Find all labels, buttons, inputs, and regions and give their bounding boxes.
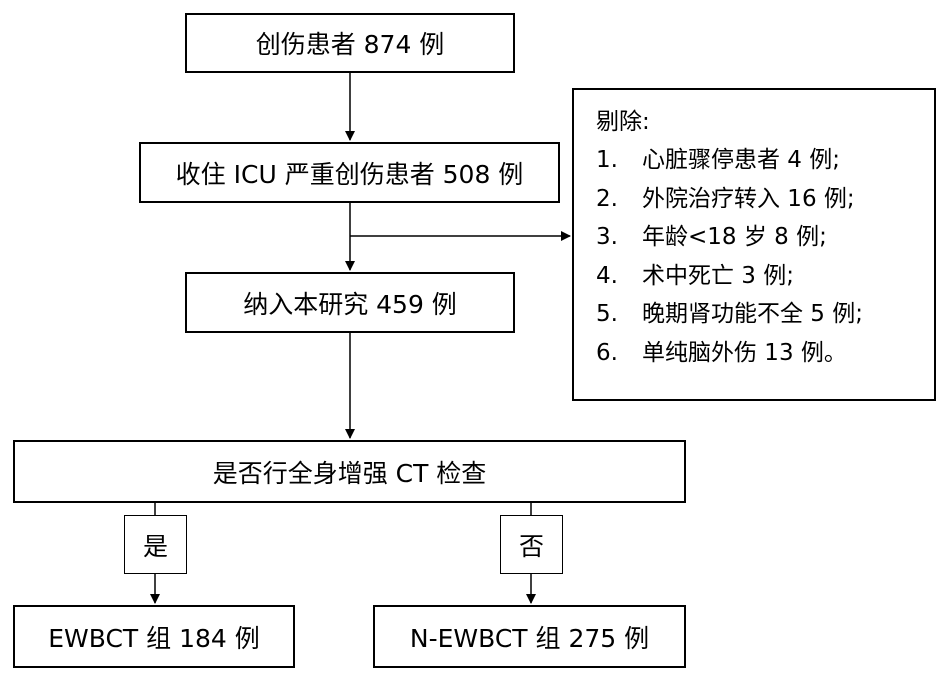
yes-label-box: 是 xyxy=(124,515,187,574)
no-label: 否 xyxy=(518,531,544,561)
step3-box: 纳入本研究 459 例 xyxy=(185,272,515,333)
exclusion-item-number: 6. xyxy=(596,339,618,366)
exclusion-item-text: 年龄<18 岁 8 例; xyxy=(642,224,827,251)
group-no-text: N-EWBCT 组 275 例 xyxy=(409,623,650,653)
step2-text: 收住 ICU 严重创伤患者 508 例 xyxy=(175,159,524,189)
no-label-box: 否 xyxy=(500,515,563,574)
exclusion-item-text: 晚期肾功能不全 5 例; xyxy=(642,301,864,328)
exclusion-item-number: 1. xyxy=(596,147,618,173)
exclusion-item-number: 2. xyxy=(596,185,618,212)
exclusion-title: 剔除: xyxy=(596,109,650,135)
decision-text: 是否行全身增强 CT 检查 xyxy=(212,458,487,488)
exclusion-item-text: 心脏骤停患者 4 例; xyxy=(642,147,841,173)
decision-box: 是否行全身增强 CT 检查 xyxy=(13,440,686,503)
group-yes-text: EWBCT 组 184 例 xyxy=(48,623,260,653)
exclusion-item: 2. 外院治疗转入 16 例; xyxy=(596,180,934,219)
step3-text: 纳入本研究 459 例 xyxy=(243,289,457,319)
exclusion-item: 5. 晚期肾功能不全 5 例; xyxy=(596,295,934,334)
exclusion-item-text: 单纯脑外伤 13 例。 xyxy=(642,339,847,366)
exclusion-item-number: 3. xyxy=(596,224,618,251)
exclusion-item: 4. 术中死亡 3 例; xyxy=(596,257,934,296)
step1-text: 创伤患者 874 例 xyxy=(255,30,445,59)
exclusion-item: 1. 心脏骤停患者 4 例; xyxy=(596,141,934,180)
group-no-box: N-EWBCT 组 275 例 xyxy=(373,605,686,668)
exclusion-item: 6. 单纯脑外伤 13 例。 xyxy=(596,334,934,373)
exclusion-box: 剔除: 1. 心脏骤停患者 4 例; 2. 外院治疗转入 16 例; 3. 年龄<18… xyxy=(572,88,936,401)
yes-label: 是 xyxy=(142,531,168,561)
group-yes-box: EWBCT 组 184 例 xyxy=(13,605,295,668)
exclusion-item-number: 4. xyxy=(596,262,618,289)
step2-box: 收住 ICU 严重创伤患者 508 例 xyxy=(139,142,560,203)
exclusion-item-number: 5. xyxy=(596,301,618,328)
step1-box: 创伤患者 874 例 xyxy=(185,13,515,73)
exclusion-item-text: 外院治疗转入 16 例; xyxy=(642,185,855,212)
exclusion-item-text: 术中死亡 3 例; xyxy=(642,262,795,289)
exclusion-item: 3. 年龄<18 岁 8 例; xyxy=(596,218,934,257)
